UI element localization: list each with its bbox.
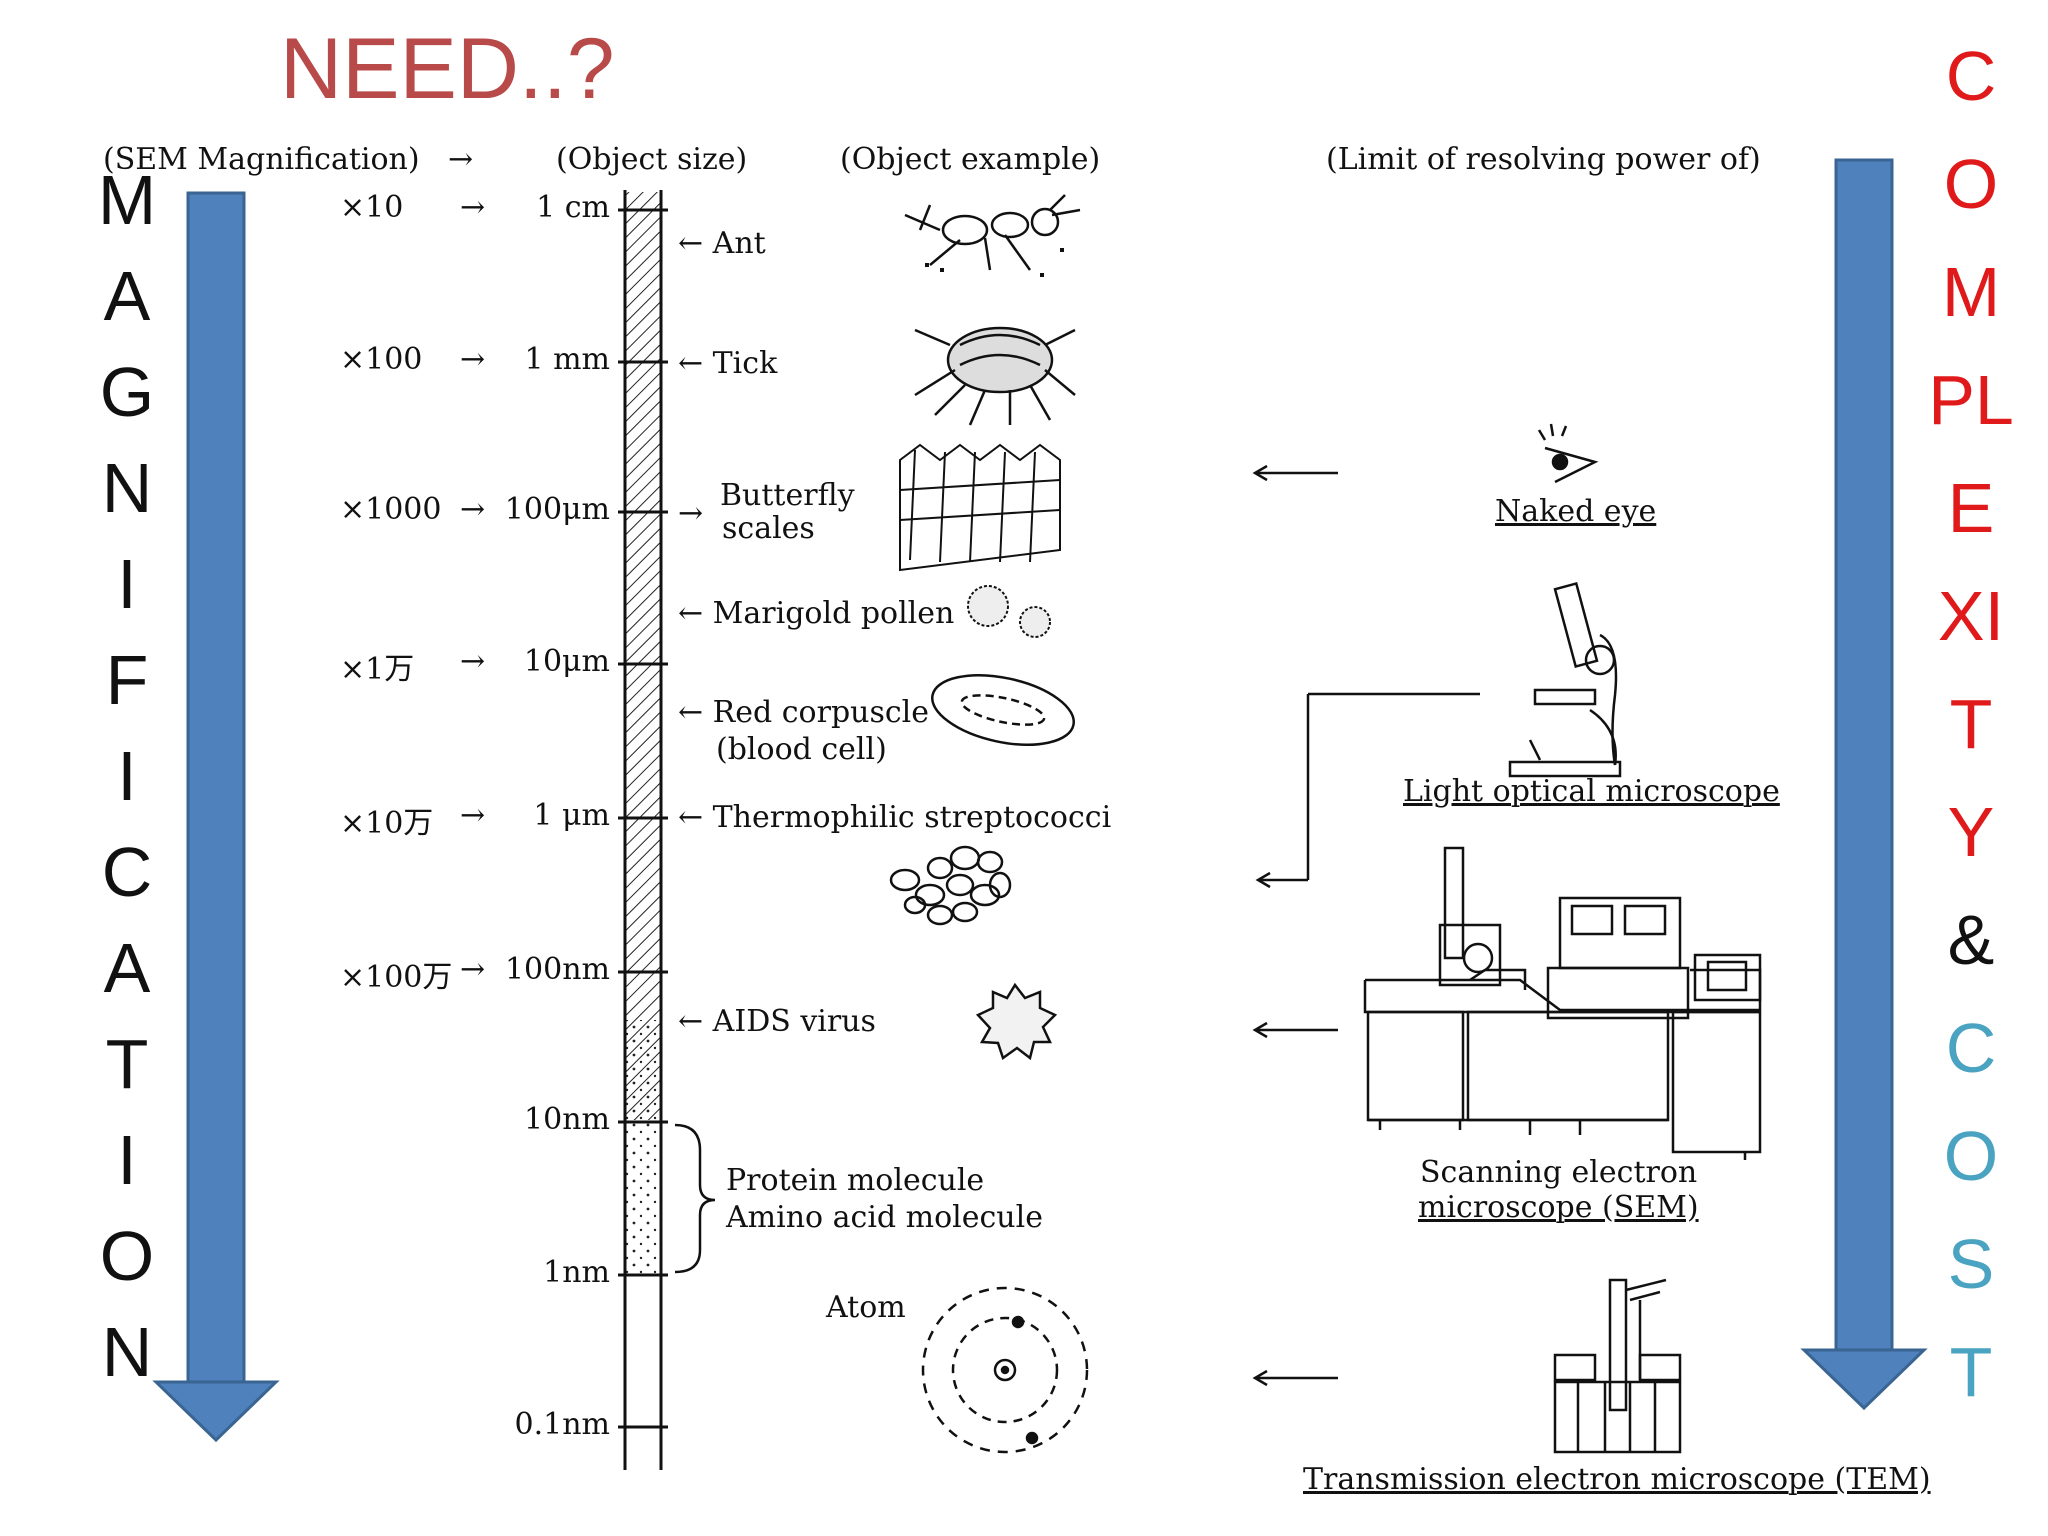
label-red-corpuscle-2: (blood cell) [716,732,887,767]
size-scale-bar [618,190,668,1470]
label-ant: ← Ant [678,226,766,261]
magnification-letter: N [101,1313,153,1391]
label-marigold: ← Marigold pollen [678,596,955,631]
light-microscope-icon [1508,581,1622,778]
label-red-corpuscle-1: ← Red corpuscle [678,695,930,730]
magnification-letter: A [103,257,151,335]
scale-arrow: → [460,190,486,225]
magnification-label: ×10万 [340,806,434,841]
magnification-letter: A [103,929,151,1007]
scale-arrow: → [460,798,486,833]
magnification-label: ×100 [340,342,423,377]
complexity-cost-letter: O [1943,145,1999,223]
label-naked-eye: Naked eye [1495,494,1657,529]
label-sem-1: Scanning electron [1420,1155,1698,1190]
resolving-power-arrows [1252,464,1480,1387]
complexity-cost-letter: E [1947,469,1995,547]
magnification-letter: T [105,1025,149,1103]
complexity-cost-letter: C [1945,1009,1997,1087]
magnification-letter: M [97,161,157,239]
magnification-letter: I [117,737,137,815]
butterfly-scales-icon [899,443,1061,572]
header-sem-magnification: (SEM Magnification) [103,142,420,177]
object-size-label: 0.1nm [514,1407,610,1442]
magnification-letter: F [105,641,149,719]
complexity-cost-letter: T [1949,1333,1993,1411]
scale-arrow: → [460,492,486,527]
label-streptococci: ← Thermophilic streptococci [678,800,1112,835]
label-light-microscope: Light optical microscope [1403,774,1780,809]
header-resolving-power: (Limit of resolving power of) [1326,142,1761,177]
magnification-letter: N [101,449,153,527]
complexity-cost-letter: T [1949,685,1993,763]
atom-icon [921,1286,1089,1454]
scale-arrow: → [460,952,486,987]
complexity-cost-letter: S [1947,1225,1995,1303]
magnification-label: ×1000 [340,492,442,527]
label-tem: Transmission electron microscope (TEM) [1303,1462,1931,1497]
complexity-cost-letter: & [1947,901,1995,979]
label-tick: ← Tick [678,346,778,381]
label-amino: Amino acid molecule [726,1200,1043,1235]
complexity-cost-letter: XI [1937,577,2005,655]
label-butterfly-2: scales [722,511,815,546]
magnification-letter: I [117,1121,137,1199]
complexity-cost-letter: PL [1928,361,2014,439]
label-atom: Atom [826,1290,906,1325]
header-object-size: (Object size) [556,142,748,177]
right-complexity-arrow [1800,158,1928,1411]
object-size-label: 1nm [543,1255,610,1290]
marigold-pollen-icon [967,585,1051,638]
magnification-label: ×100万 [340,960,453,995]
magnification-letter: C [101,833,153,911]
label-butterfly-1: Butterfly [720,478,855,513]
object-size-label: 10nm [524,1102,610,1137]
header-object-example: (Object example) [840,142,1101,177]
left-magnification-arrow [152,191,280,1443]
object-size-label: 10μm [523,644,610,679]
complexity-cost-letter: Y [1947,793,1995,871]
red-corpuscle-icon [931,674,1075,746]
object-size-label: 1 mm [524,342,610,377]
magnification-letter: I [117,545,137,623]
complexity-cost-letter: M [1941,253,2001,331]
magnification-letter: G [99,353,155,431]
complexity-cost-letter: O [1943,1117,1999,1195]
tem-icon [1553,1278,1682,1454]
object-size-label: 1 μm [533,798,610,833]
scale-arrow: → [460,342,486,377]
tick-icon [914,326,1076,426]
complexity-cost-letter: C [1945,37,1997,115]
protein-bracket [674,1123,716,1274]
object-size-label: 1 cm [536,190,610,225]
ant-icon [904,194,1081,277]
label-butterfly-arrow: → [678,496,704,531]
label-aids-virus: ← AIDS virus [678,1004,876,1039]
scale-arrow: → [460,644,486,679]
magnification-label: ×1万 [340,652,415,687]
magnification-letter: O [99,1217,155,1295]
sem-icon [1363,846,1762,1160]
object-size-label: 100nm [504,952,610,987]
aids-virus-icon [975,982,1058,1061]
eye-icon [1537,423,1599,484]
magnification-label: ×10 [340,190,404,225]
label-protein: Protein molecule [726,1163,985,1198]
streptococci-icon [889,845,1012,926]
object-size-label: 100μm [504,492,610,527]
page-title: NEED..? [280,21,615,117]
header-arrow: → [448,142,474,177]
label-sem-2: microscope (SEM) [1418,1190,1699,1225]
